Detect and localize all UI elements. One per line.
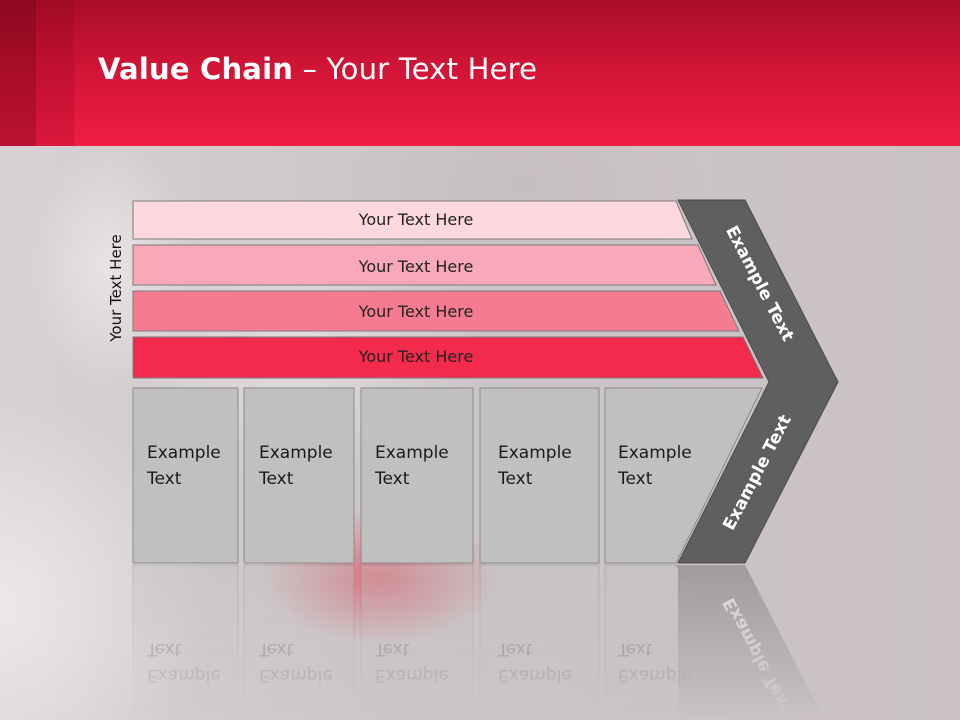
cell-4-line2: Text [497,469,533,489]
reflect-cell-1-line1: Example [147,665,221,685]
row-2-shape [132,244,717,286]
cell-1-line1: Example [147,443,221,463]
reflect-cell-5-line2: Text [617,639,653,659]
row-1-label: Your Text Here [358,210,474,229]
cell-3-line2: Text [374,469,410,489]
reflect-cell-2-line2: Text [258,639,294,659]
cell-3-line1: Example [375,443,449,463]
cell-1-line2: Text [146,469,182,489]
cell-3-box [360,387,474,564]
cell-5: Example Text [604,387,763,564]
cell-4-line1: Example [498,443,572,463]
cell-5-box [604,387,763,564]
cell-5-line1: Example [618,443,692,463]
row-4: Your Text Here [132,336,764,379]
reflect-cell-4-line2: Text [497,639,533,659]
reflect-cell-5-line1: Example [618,665,692,685]
header-bar [0,0,960,146]
row-2: Your Text Here [132,244,717,286]
slide-title: Value Chain – Your Text Here [98,52,537,86]
title-bold: Value Chain [98,52,294,86]
row-4-shape [132,336,764,379]
cell-4: Example Text [479,387,600,564]
side-label: Your Text Here [107,234,125,342]
reflection: Example Text Example Text Example Text E… [132,564,825,720]
reflect-cell-4-line1: Example [498,665,572,685]
header-accent-band-2 [36,0,74,146]
title-rest: – Your Text Here [293,52,538,86]
reflect-cell-3-line1: Example [375,665,449,685]
chevron-shape [677,199,839,564]
cell-1: Example Text [132,387,239,564]
cell-4-box [479,387,600,564]
cell-3: Example Text [360,387,474,564]
row-2-label: Your Text Here [358,257,474,276]
row-3-shape [132,290,740,332]
cell-2-line2: Text [258,469,294,489]
reflect-cell-2-line1: Example [259,665,333,685]
reflect-cell-3-line2: Text [374,639,410,659]
cell-2-line1: Example [259,443,333,463]
row-3-label: Your Text Here [358,302,474,321]
reflect-cell-1-line2: Text [146,639,182,659]
cell-1-box [132,387,239,564]
header-accent-band [0,0,36,146]
cell-2: Example Text [243,387,355,564]
cell-2-box [243,387,355,564]
row-1-shape [132,200,693,240]
row-1: Your Text Here [132,200,693,240]
row-4-label: Your Text Here [358,347,474,366]
cell-5-line2: Text [617,469,653,489]
row-3: Your Text Here [132,290,740,332]
